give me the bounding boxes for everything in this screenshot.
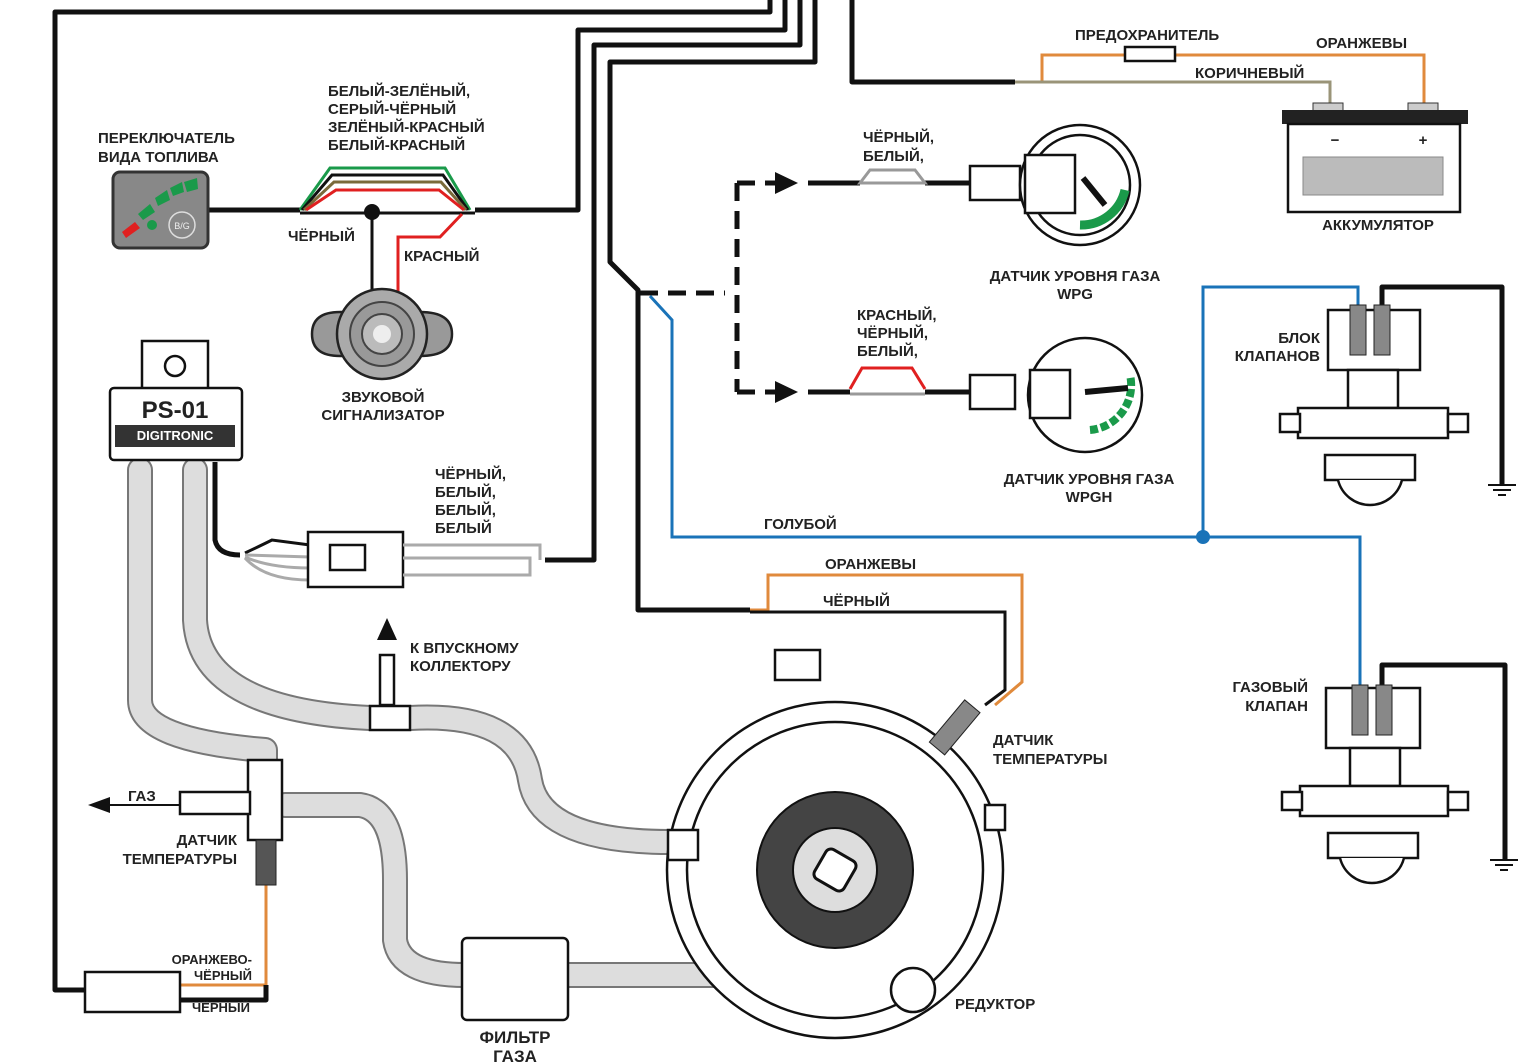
valve-block xyxy=(1278,304,1470,507)
gas-hoses xyxy=(127,457,728,988)
red-wire-label: КРАСНЫЙ xyxy=(404,247,479,265)
battery-label: АККУМУЛЯТОР xyxy=(1322,217,1434,234)
switch-label: ВИДА ТОПЛИВА xyxy=(98,149,219,166)
ecu-model: PS-01 xyxy=(142,397,209,424)
wpgh-sensor xyxy=(968,336,1144,454)
reducer-temp-sensor-label: ТЕМПЕРАТУРЫ xyxy=(993,751,1107,768)
wpg-wires-label: ЧЁРНЫЙ, xyxy=(863,128,934,146)
bg-button[interactable] xyxy=(168,211,196,239)
switch-wires-label: СЕРЫЙ-ЧЁРНЫЙ xyxy=(328,100,456,118)
battery-plus: + xyxy=(1419,132,1428,149)
wpgh-wires-label: ЧЁРНЫЙ, xyxy=(857,324,928,342)
bg-button-label: B/G xyxy=(174,221,190,231)
intake-label: К ВПУСКНОМУ xyxy=(410,640,519,657)
buzzer xyxy=(310,287,454,381)
sensor-dashed-links xyxy=(640,168,970,403)
ecu-brand-logo: DIGITRONIC xyxy=(137,428,214,443)
wpg-label: ДАТЧИК УРОВНЯ ГАЗА xyxy=(990,268,1161,285)
labels: ПЕРЕКЛЮЧАТЕЛЬ ВИДА ТОПЛИВА БЕЛЫЙ-ЗЕЛЁНЫЙ… xyxy=(98,27,1434,1062)
fuse xyxy=(1123,45,1177,63)
gas-valve-label: ГАЗОВЫЙ xyxy=(1232,678,1308,696)
temp-sensor-wires xyxy=(180,573,1024,1003)
ecu-ps01: DIGITRONIC PS-01 xyxy=(108,339,244,462)
battery-minus: − xyxy=(1331,132,1340,149)
battery-wires xyxy=(1015,45,1426,104)
gas-valve-label: КЛАПАН xyxy=(1245,698,1308,715)
black-wire-label: ЧЁРНЫЙ xyxy=(288,227,355,245)
reducer-label: РЕДУКТОР xyxy=(955,996,1035,1013)
gas-outlet-label: ГАЗ xyxy=(128,788,156,805)
wpgh-wires-label: БЕЛЫЙ, xyxy=(857,342,918,360)
switch-wires-label: ЗЕЛЁНЫЙ-КРАСНЫЙ xyxy=(328,118,485,136)
ecu-wires-label: БЕЛЫЙ, xyxy=(435,483,496,501)
wpgh-label: WPGH xyxy=(1066,489,1113,506)
intake-label: КОЛЛЕКТОРУ xyxy=(410,658,511,675)
buzzer-label: ЗВУКОВОЙ xyxy=(342,388,425,406)
switch-wire-bundle xyxy=(298,166,475,292)
gas-filter xyxy=(460,936,570,1022)
fuel-switch[interactable]: B/G xyxy=(111,170,210,250)
harness-wires xyxy=(52,0,1015,993)
wpgh-wires-label: КРАСНЫЙ, xyxy=(857,306,937,324)
filter-label: ГАЗА xyxy=(493,1047,537,1062)
ecu-wires-label: ЧЁРНЫЙ, xyxy=(435,465,506,483)
filter-label: ФИЛЬТР xyxy=(480,1028,551,1047)
ecu-connector[interactable] xyxy=(243,530,542,589)
battery: − + xyxy=(1282,102,1468,214)
gas-temp-sensor-label: ДАТЧИК xyxy=(177,832,238,849)
wpg-sensor xyxy=(968,123,1142,247)
temp-sensor-tee xyxy=(83,618,412,1014)
brown-wire-label: КОРИЧНЕВЫЙ xyxy=(1195,64,1304,82)
orange-black-wire-label: ЧЁРНЫЙ xyxy=(194,968,252,983)
gas-valve xyxy=(1280,684,1470,885)
wpg-wires-label: БЕЛЫЙ, xyxy=(863,147,924,165)
fuse-label: ПРЕДОХРАНИТЕЛЬ xyxy=(1075,27,1219,44)
wpgh-label: ДАТЧИК УРОВНЯ ГАЗА xyxy=(1004,471,1175,488)
orange-wire-label: ОРАНЖЕВЫ xyxy=(825,556,916,573)
black-wire-label: ЧЁРНЫЙ xyxy=(192,1000,250,1015)
buzzer-label: СИГНАЛИЗАТОР xyxy=(321,407,444,424)
valve-block-label: БЛОК xyxy=(1278,330,1321,347)
ecu-wires-label: БЕЛЫЙ xyxy=(435,519,492,537)
blue-wire xyxy=(648,285,1362,690)
valve-block-label: КЛАПАНОВ xyxy=(1235,348,1320,365)
switch-wires-label: БЕЛЫЙ-КРАСНЫЙ xyxy=(328,136,465,154)
ground-wires xyxy=(1379,284,1518,871)
reducer xyxy=(665,648,1007,1040)
black-wire-label: ЧЁРНЫЙ xyxy=(823,592,890,610)
wpg-label: WPG xyxy=(1057,286,1093,303)
orange-wire-label: ОРАНЖЕВЫ xyxy=(1316,35,1407,52)
switch-label: ПЕРЕКЛЮЧАТЕЛЬ xyxy=(98,130,235,147)
reducer-temp-sensor-label: ДАТЧИК xyxy=(993,732,1054,749)
orange-black-wire-label: ОРАНЖЕВО- xyxy=(172,952,252,967)
ecu-wires-label: БЕЛЫЙ, xyxy=(435,501,496,519)
gas-temp-sensor-label: ТЕМПЕРАТУРЫ xyxy=(123,851,237,868)
switch-wires-label: БЕЛЫЙ-ЗЕЛЁНЫЙ, xyxy=(328,82,470,100)
blue-wire-label: ГОЛУБОЙ xyxy=(764,515,837,533)
